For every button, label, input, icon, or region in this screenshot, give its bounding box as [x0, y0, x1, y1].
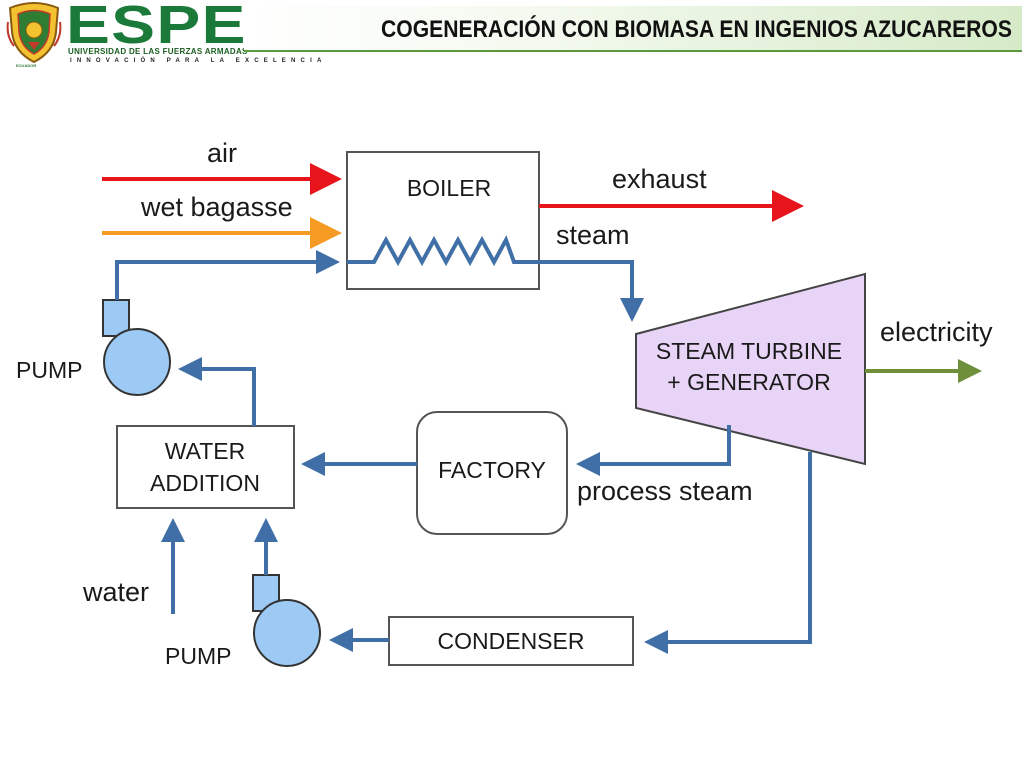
process-steam-line	[576, 425, 731, 476]
water-addition-label-line2: ADDITION	[150, 470, 260, 496]
feedwater-line	[115, 250, 340, 300]
university-crest-icon	[6, 2, 62, 64]
logo-university-name: UNIVERSIDAD DE LAS FUERZAS ARMADAS	[68, 47, 248, 56]
crest-caption: ECUADOR	[16, 63, 37, 68]
steam-line	[539, 260, 644, 322]
water-addition-box	[116, 425, 295, 509]
turbine-label-line1: STEAM TURBINE	[656, 338, 842, 364]
steam-label: steam	[556, 220, 630, 250]
bottom-pump-label: PUMP	[165, 643, 231, 669]
exhaust-steam-line	[644, 452, 812, 654]
wet-bagasse-label: wet bagasse	[140, 192, 293, 222]
factory-label: FACTORY	[438, 457, 546, 483]
boiler-label: BOILER	[407, 175, 491, 201]
turbine-label-line2: + GENERATOR	[667, 369, 830, 395]
process-steam-label: process steam	[577, 476, 753, 506]
condenser-label: CONDENSER	[438, 628, 585, 654]
water-label: water	[82, 577, 149, 607]
condenser-box	[388, 616, 634, 666]
slide-title: COGENERACIÓN CON BIOMASA EN INGENIOS AZU…	[381, 16, 1012, 43]
water-addition-label-line1: WATER	[165, 438, 246, 464]
exhaust-label: exhaust	[612, 164, 707, 194]
factory-box	[416, 411, 568, 535]
boiler-box	[346, 151, 540, 290]
header: ECUADOR ESPE UNIVERSIDAD DE LAS FUERZAS …	[0, 0, 1024, 72]
electricity-label: electricity	[880, 317, 993, 347]
title-bar: COGENERACIÓN CON BIOMASA EN INGENIOS AZU…	[244, 6, 1022, 52]
water-to-pump-line	[178, 357, 256, 426]
top-pump-label: PUMP	[16, 357, 82, 383]
top-pump-icon	[102, 299, 171, 396]
boiler-coil	[347, 235, 539, 267]
espe-logo-word: ESPE	[66, 0, 247, 55]
bottom-pump-icon	[252, 574, 321, 667]
logo-tagline: INNOVACIÓN PARA LA EXCELENCIA	[70, 58, 327, 64]
air-label: air	[207, 138, 237, 168]
steam-turbine-generator	[635, 272, 866, 466]
